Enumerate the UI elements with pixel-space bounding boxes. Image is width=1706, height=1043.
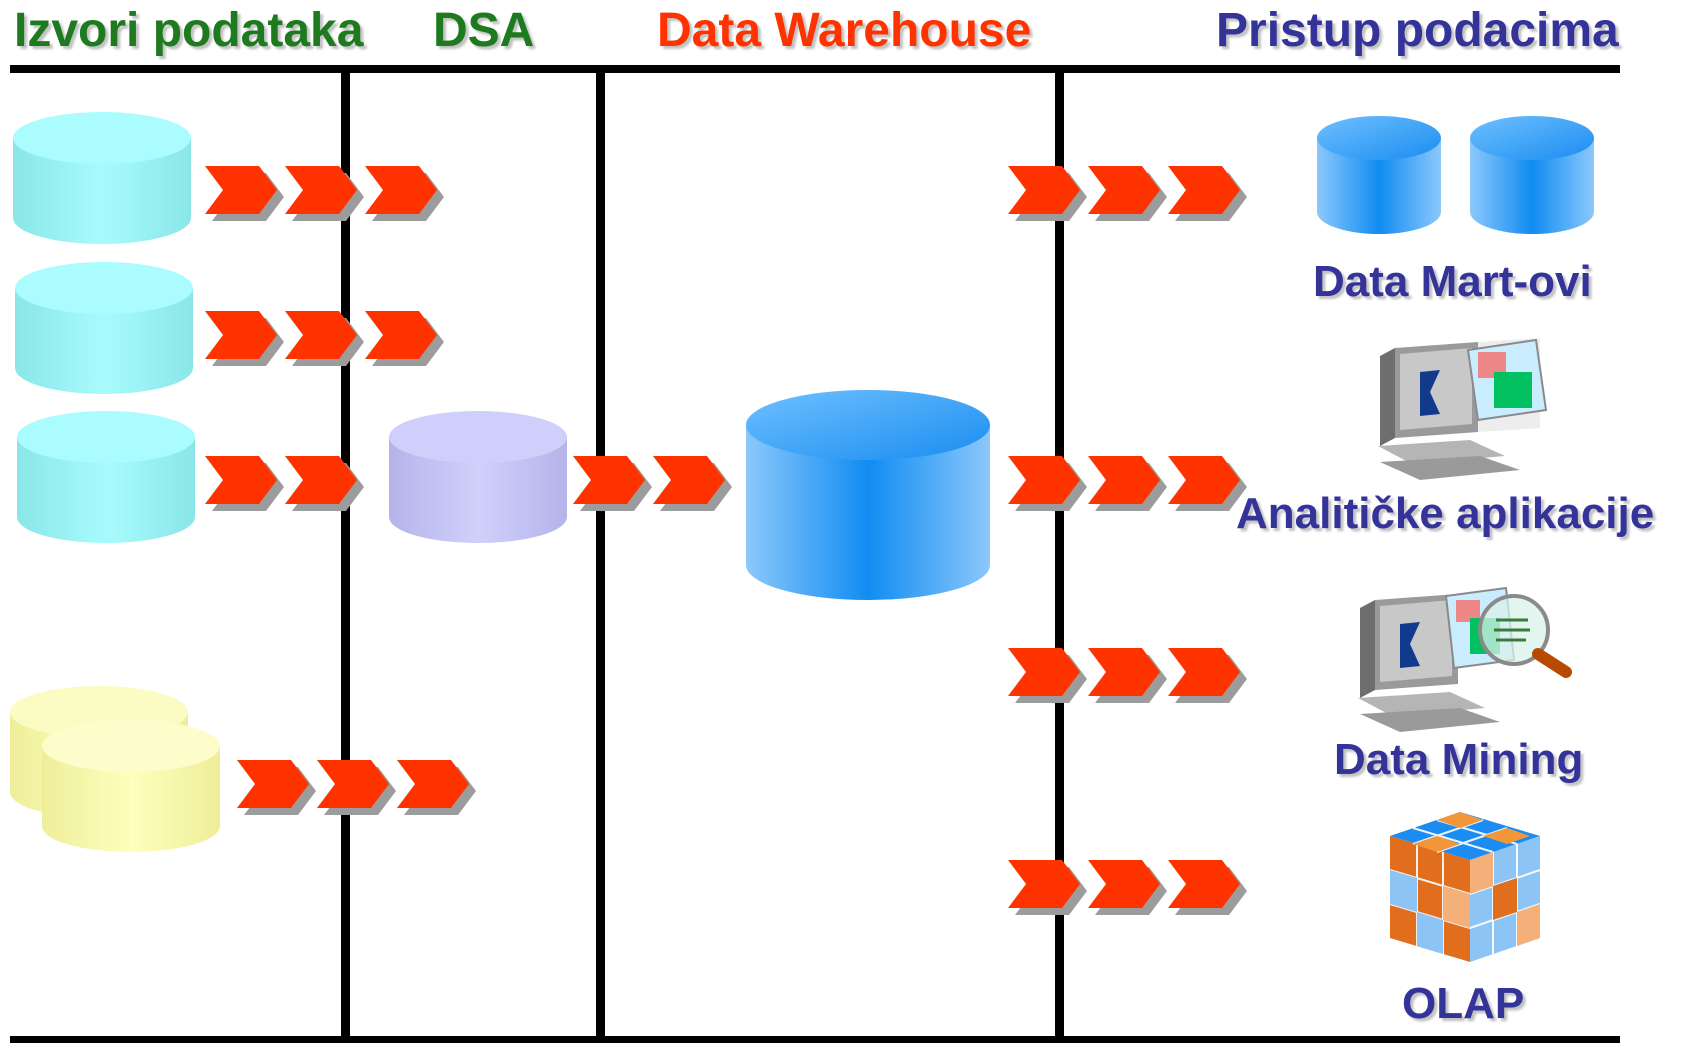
olap-cube-icon [1389,812,1541,962]
chevron-arrow-icon [1008,648,1080,696]
top-rule [10,65,1620,73]
chevron-arrow-icon [1088,860,1160,908]
legacy-database-front [42,720,220,852]
data-warehouse-database [746,390,990,600]
chevron-arrow-icon [397,760,469,808]
header-data-warehouse: Data Warehouse [657,4,1032,57]
arrow-group [1008,860,1247,915]
chevron-arrow-icon [285,166,357,214]
dsa-database [389,411,567,543]
divider-dsa-warehouse [596,65,605,1043]
header-dsa: DSA [433,4,535,57]
chevron-arrow-icon [365,311,437,359]
arrow-group [237,760,476,815]
chevron-arrow-icon [1168,860,1240,908]
chevron-arrow-icon [1008,860,1080,908]
chevron-arrow-icon [1088,166,1160,214]
chevron-arrow-icon [573,456,645,504]
source-database-3 [17,411,195,543]
chevron-arrow-icon [205,166,277,214]
chevron-arrow-icon [1168,166,1240,214]
data-mart-database-2 [1470,116,1594,234]
bottom-rule [10,1036,1620,1043]
source-database-1 [13,112,191,244]
label-analytic-applications: Analitičke aplikacije [1236,489,1655,538]
chevron-arrow-icon [1008,456,1080,504]
divider-sources-dsa [341,65,350,1043]
label-olap: OLAP [1402,979,1525,1028]
chevron-arrow-icon [285,456,357,504]
arrow-group [205,166,444,221]
chevron-arrow-icon [1088,648,1160,696]
computer-magnifier-icon [1358,586,1572,732]
computer-chart-icon [1378,338,1548,480]
source-database-2 [15,262,193,394]
chevron-arrow-icon [365,166,437,214]
header-data-access: Pristup podacima [1216,4,1619,57]
flow-arrows [205,166,1247,915]
arrow-group [573,456,732,511]
chevron-arrow-icon [317,760,389,808]
chevron-arrow-icon [205,456,277,504]
chevron-arrow-icon [1088,456,1160,504]
arrow-group [1008,648,1247,703]
arrow-group [1008,456,1247,511]
chevron-arrow-icon [1008,166,1080,214]
chevron-arrow-icon [285,311,357,359]
arrow-group [205,456,364,511]
arrow-group [205,311,444,366]
chevron-arrow-icon [1168,648,1240,696]
label-data-marts: Data Mart-ovi [1313,257,1592,306]
chevron-arrow-icon [653,456,725,504]
divider-warehouse-access [1055,65,1064,1043]
header-sources: Izvori podataka [14,4,364,57]
label-data-mining: Data Mining [1334,735,1584,784]
arrow-group [1008,166,1247,221]
data-mart-database-1 [1317,116,1441,234]
frame-lines [10,65,1620,1043]
chevron-arrow-icon [1168,456,1240,504]
chevron-arrow-icon [205,311,277,359]
chevron-arrow-icon [237,760,309,808]
